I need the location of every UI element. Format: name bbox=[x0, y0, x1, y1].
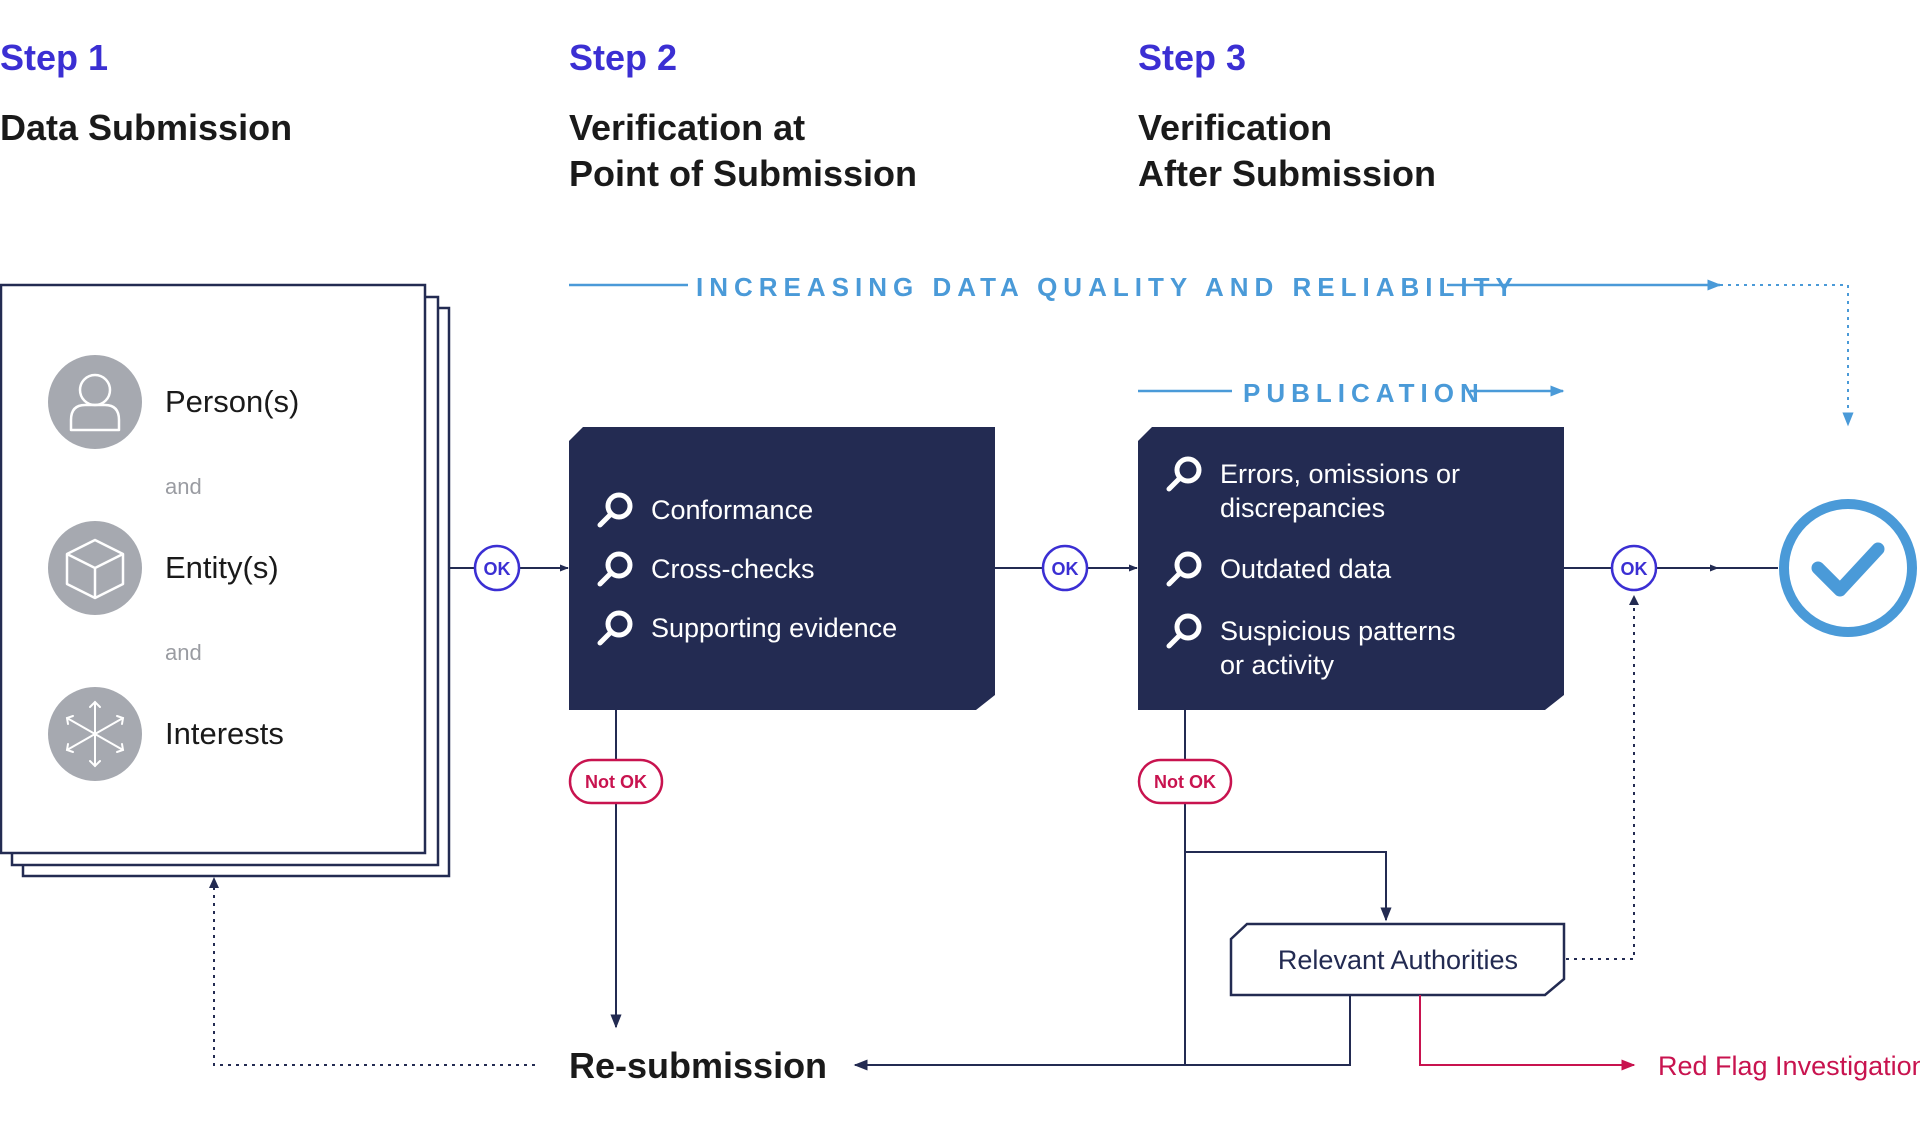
arrows-burst-icon bbox=[48, 687, 142, 781]
step-2-check-box bbox=[569, 427, 995, 710]
not-ok-badge-1: Not OK bbox=[568, 758, 664, 805]
entity-label: Entity(s) bbox=[165, 550, 279, 585]
step-3-check-suspicious: Suspicious patterns or activity bbox=[1220, 616, 1463, 680]
step-1-label: Step 1 bbox=[0, 37, 108, 78]
person-label: Person(s) bbox=[165, 384, 299, 419]
return-to-resubmission bbox=[853, 995, 1351, 1071]
and-connector-1: and bbox=[165, 474, 202, 499]
authorities-feedback-line bbox=[1566, 595, 1639, 960]
step-2-title-line-1: Verification at bbox=[569, 107, 805, 148]
relevant-authorities-box bbox=[1229, 922, 1566, 997]
red-flag-label: Red Flag Investigation bbox=[1658, 1051, 1920, 1081]
relevant-authorities-label: Relevant Authorities bbox=[1278, 945, 1518, 975]
step-3-title: Verification After Submission bbox=[1138, 107, 1436, 194]
ok-badge-1: OK bbox=[473, 544, 521, 592]
resubmission-feedback-line bbox=[209, 877, 535, 1066]
interests-label: Interests bbox=[165, 716, 284, 751]
step-2-check-cross-checks: Cross-checks bbox=[651, 554, 815, 584]
step-3-check-outdated: Outdated data bbox=[1220, 554, 1392, 584]
and-connector-2: and bbox=[165, 640, 202, 665]
step-2-label: Step 2 bbox=[569, 37, 677, 78]
step-2-check-conformance: Conformance bbox=[651, 495, 813, 525]
quality-banner-text: INCREASING DATA QUALITY AND RELIABILITY bbox=[696, 272, 1519, 302]
resubmission-label: Re-submission bbox=[569, 1045, 827, 1086]
ok-badge-2: OK bbox=[1041, 544, 1089, 592]
publication-banner-text: PUBLICATION bbox=[1243, 378, 1485, 408]
ok-badge-3: OK bbox=[1610, 544, 1658, 592]
red-flag-connector bbox=[1419, 995, 1636, 1071]
step-1-title: Data Submission bbox=[0, 107, 292, 148]
step-3-label: Step 3 bbox=[1138, 37, 1246, 78]
not-ok-badge-2: Not OK bbox=[1137, 758, 1233, 805]
step-2-check-evidence: Supporting evidence bbox=[651, 613, 897, 643]
checkmark-circle-icon bbox=[1779, 499, 1917, 637]
ok-badge-text: OK bbox=[1052, 559, 1079, 579]
step-1-title-line: Data Submission bbox=[0, 107, 292, 148]
person-icon bbox=[48, 355, 142, 449]
quality-banner bbox=[569, 279, 1854, 427]
step-3-not-ok-branch bbox=[1184, 710, 1392, 1065]
not-ok-badge-text: Not OK bbox=[585, 772, 647, 792]
step-3-title-line-2: After Submission bbox=[1138, 153, 1436, 194]
step-2-title: Verification at Point of Submission bbox=[569, 107, 917, 194]
ok-badge-text: OK bbox=[484, 559, 511, 579]
cube-icon bbox=[48, 521, 142, 615]
ok-badge-text: OK bbox=[1621, 559, 1648, 579]
not-ok-badge-text: Not OK bbox=[1154, 772, 1216, 792]
step-3-check-errors: Errors, omissions or discrepancies bbox=[1220, 459, 1468, 523]
step-2-title-line-2: Point of Submission bbox=[569, 153, 917, 194]
step-3-check-box bbox=[1138, 427, 1564, 710]
step-3-title-line-1: Verification bbox=[1138, 107, 1332, 148]
